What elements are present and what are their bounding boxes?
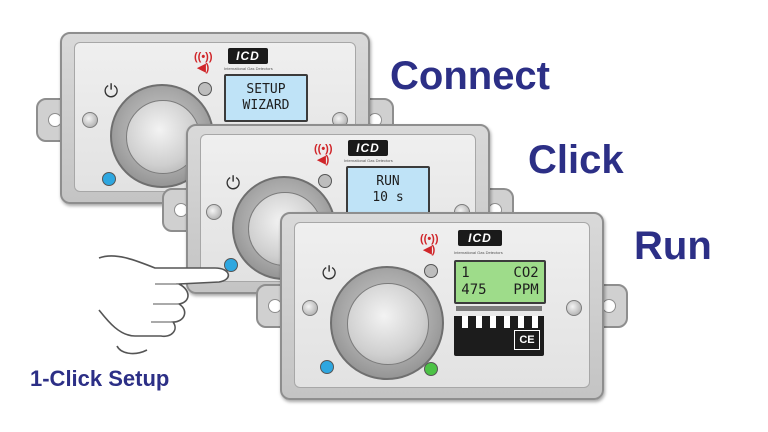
status-led-blue [320,360,334,374]
lcd-row-1: 1 CO2 [461,265,538,282]
lcd-screen: RUN 10 s [346,166,430,214]
lcd-line-1: SETUP [246,82,286,97]
lcd-gas-name: CO2 [513,265,539,281]
gas-detector-run: ⏻ ((•))◀) ICD International Gas Detector… [256,212,628,400]
screw-left [82,112,98,128]
alarm-icon: ((•))◀) [194,51,213,74]
caption-click: Click [528,138,624,182]
status-led-blue [102,172,116,186]
brand-tagline: International Gas Detectors [224,66,273,71]
ce-mark: CE [514,330,540,350]
alarm-icon: ((•))◀) [314,143,333,166]
lcd-reading-value: 475 [461,282,487,298]
power-icon: ⏻ [226,173,241,193]
lcd-line-2: 10 s [372,190,404,205]
knob-center [347,283,429,365]
screw-left [302,300,318,316]
pointing-hand-icon [98,255,230,355]
alarm-led [198,82,212,96]
gas-detector-click: ⏻ ((•))◀) ICD International Gas Detector… [162,124,514,294]
caption-connect: Connect [390,54,550,98]
alarm-led [318,174,332,188]
lcd-row-2: 475 PPM [461,282,538,299]
alarm-icon: ((•))◀) [420,233,439,256]
setup-button-led[interactable] [224,258,238,272]
lcd-line-1: RUN [376,174,400,189]
brand-logo: ICD [458,230,502,246]
label-stripes [454,316,544,328]
screw-left [206,204,222,220]
product-label: CE [454,316,544,356]
lcd-screen: SETUP WIZARD [224,74,308,122]
power-icon: ⏻ [104,81,119,101]
lcd-channel: 1 [461,265,470,281]
alarm-led [424,264,438,278]
power-led-green [424,362,438,376]
brand-tagline: International Gas Detectors [454,250,503,255]
caption-run: Run [634,224,712,268]
brand-logo: ICD [348,140,388,156]
brand-tagline: International Gas Detectors [344,158,393,163]
lcd-line-2: WIZARD [242,98,290,113]
brand-logo: ICD [228,48,268,64]
lcd-reading-unit: PPM [513,282,539,298]
caption-one-click-setup: 1-Click Setup [30,366,170,391]
screw-right [566,300,582,316]
label-strip [456,306,542,311]
selector-knob[interactable] [330,266,444,380]
lcd-screen: 1 CO2 475 PPM [454,260,546,304]
power-icon: ⏻ [322,263,337,283]
